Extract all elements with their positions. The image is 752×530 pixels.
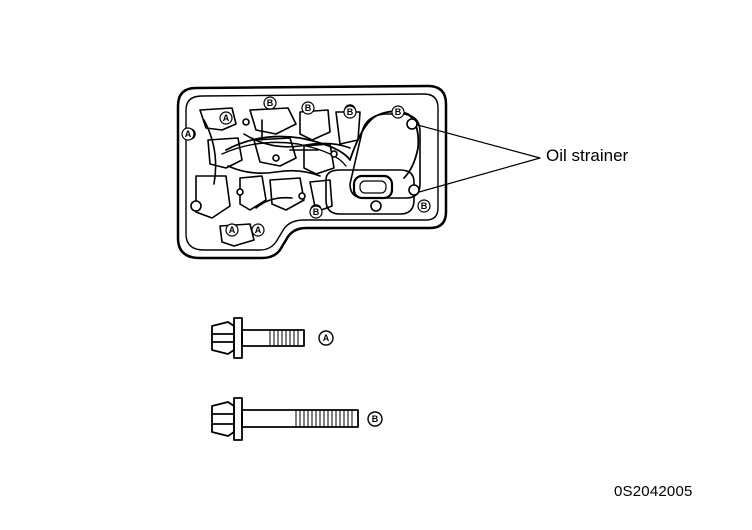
bolt-a-marker: A xyxy=(323,333,330,343)
figure-id: 0S2042005 xyxy=(614,483,693,500)
body-marker-b: B xyxy=(421,201,428,211)
body-marker-a: A xyxy=(255,225,262,235)
bolt-a-drawing xyxy=(211,317,334,359)
bolt-b-drawing xyxy=(211,397,383,441)
position-marker-circles xyxy=(181,96,431,237)
body-marker-a: A xyxy=(223,113,230,123)
oil-strainer-leader-lines xyxy=(411,123,541,195)
body-marker-a: A xyxy=(185,129,192,139)
body-marker-b: B xyxy=(305,103,312,113)
oil-tube-2 xyxy=(221,141,347,167)
valve-body-outline xyxy=(176,84,448,260)
body-marker-a: A xyxy=(229,225,236,235)
body-marker-b: B xyxy=(313,207,320,217)
valve-passages xyxy=(195,107,361,247)
bolt-b-marker: B xyxy=(372,414,379,424)
body-marker-b: B xyxy=(395,107,402,117)
oil-strainer xyxy=(325,113,421,215)
body-marker-b: B xyxy=(267,98,274,108)
body-marker-b: B xyxy=(347,107,354,117)
valve-body-inner-outline xyxy=(185,93,439,251)
oil-strainer-label: Oil strainer xyxy=(546,146,629,165)
